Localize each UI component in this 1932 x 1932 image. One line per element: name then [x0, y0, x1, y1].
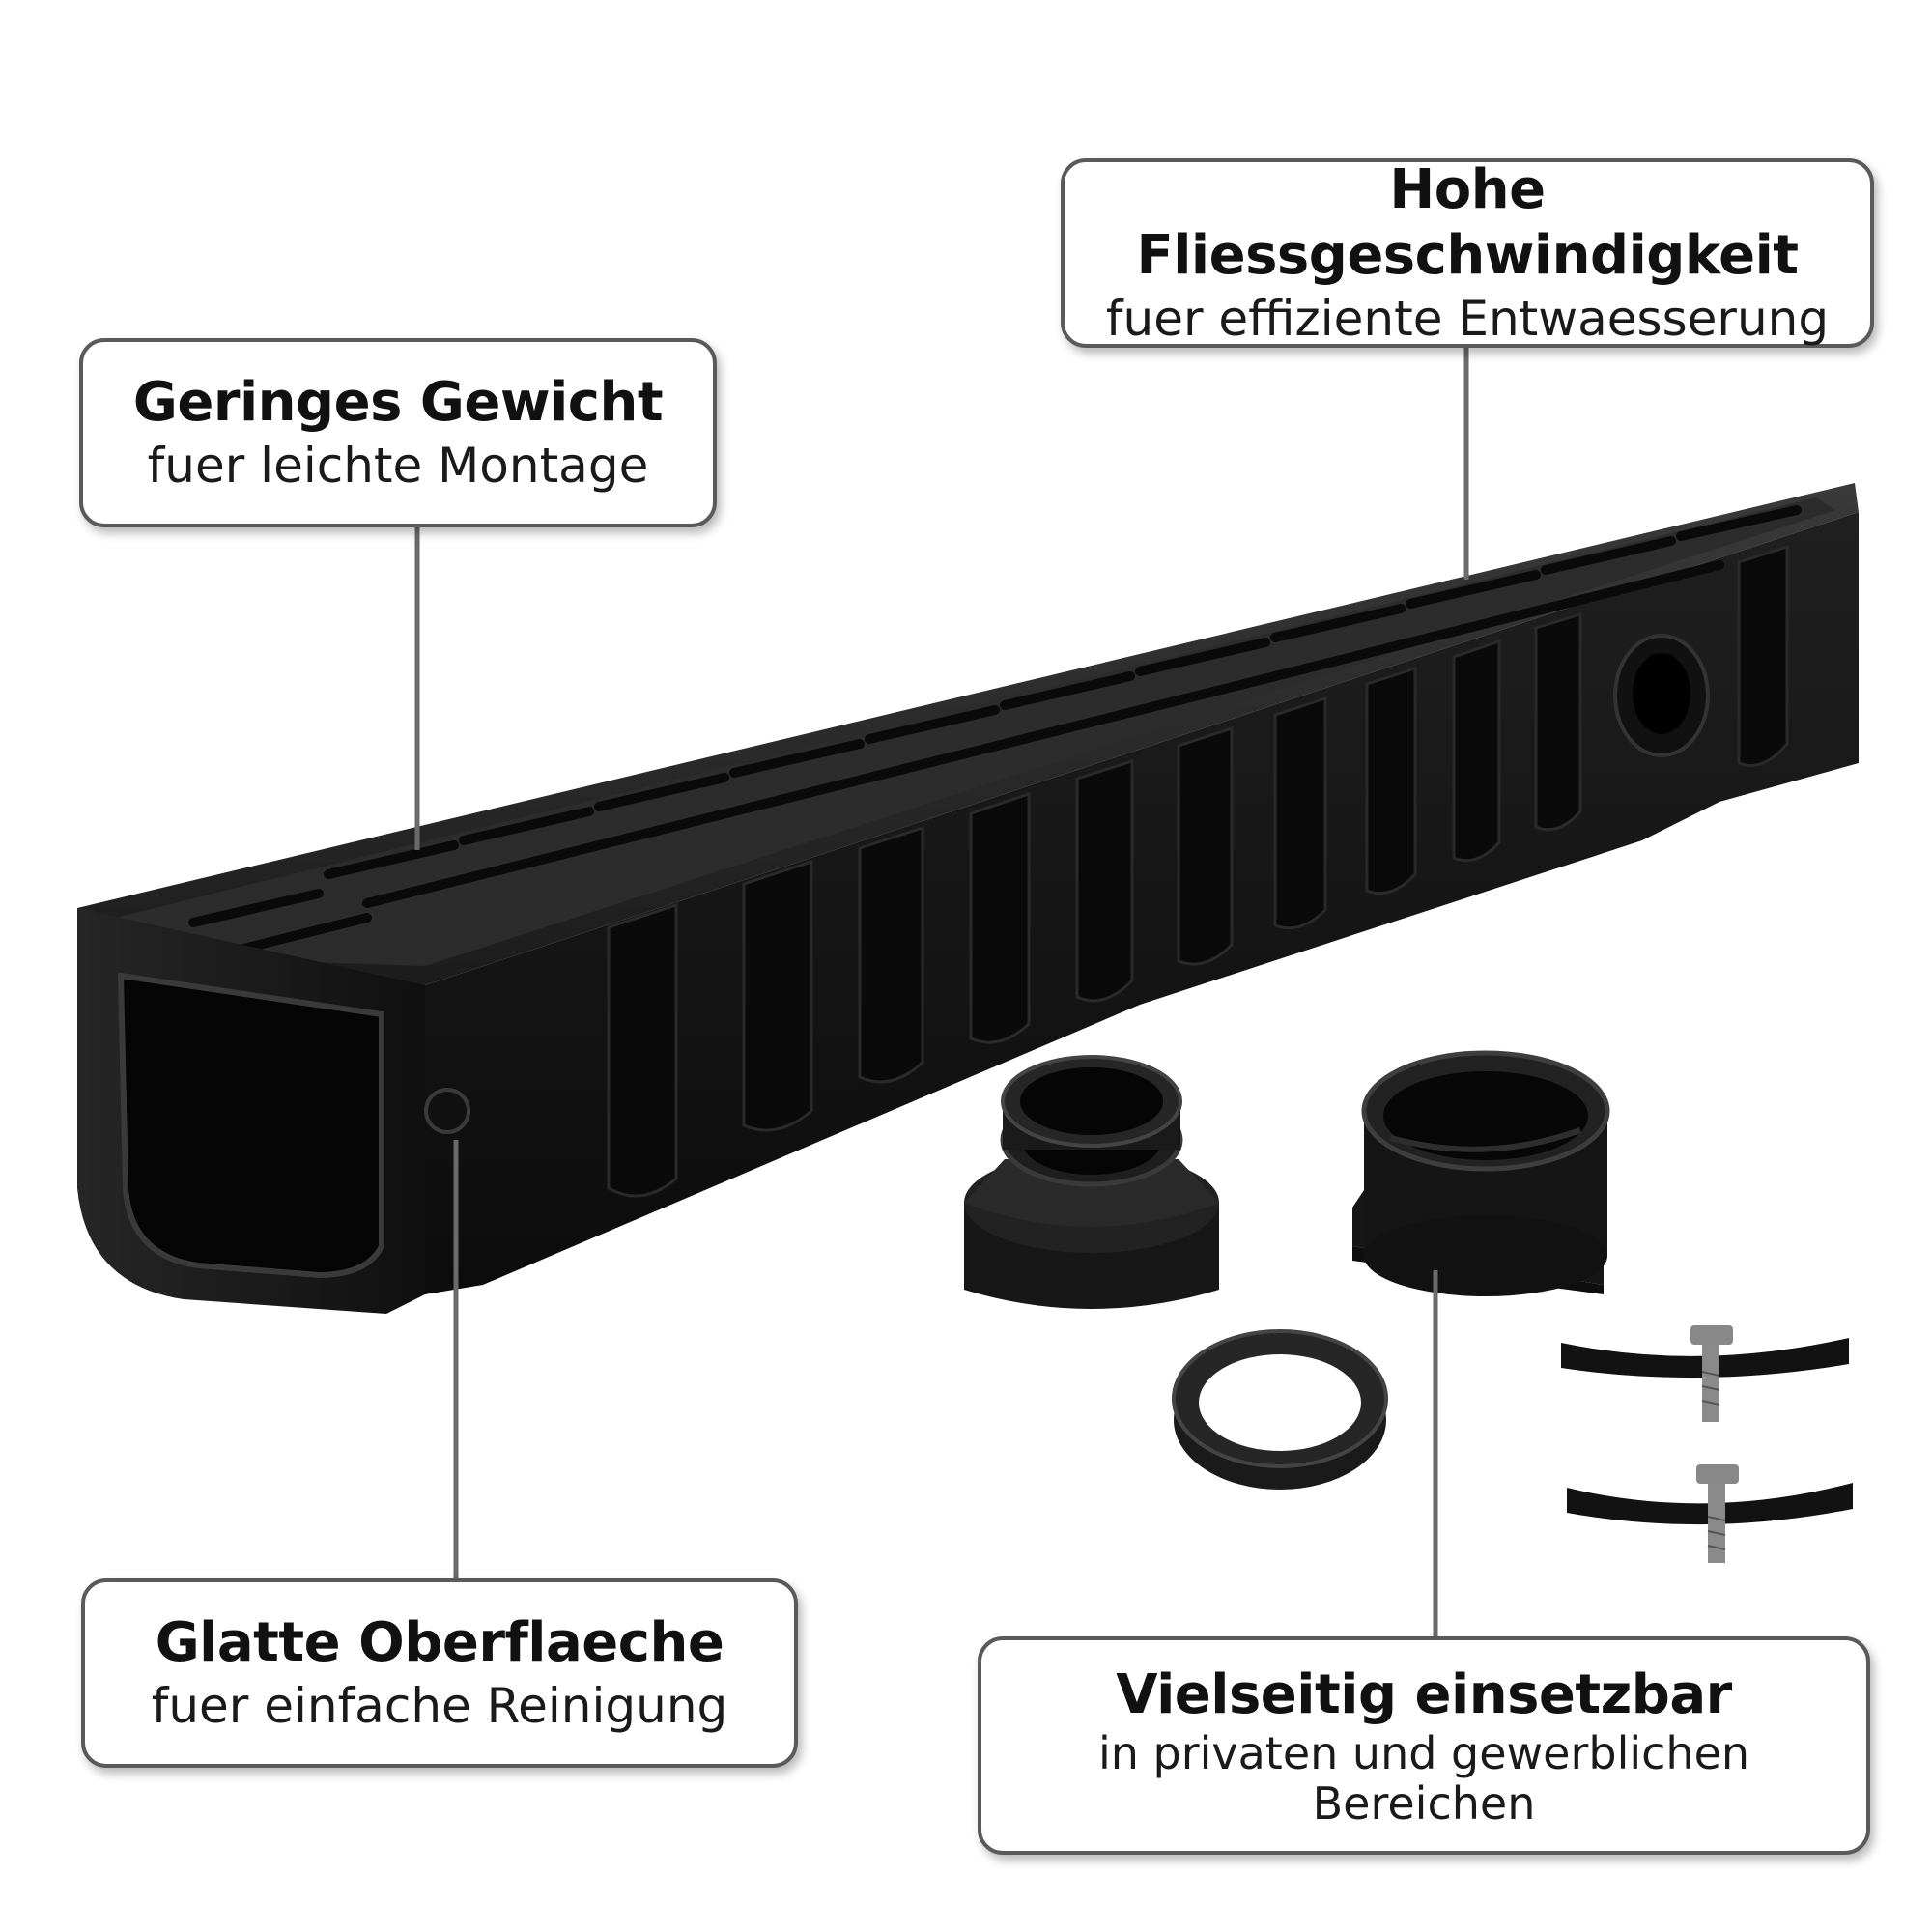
callout-surface-subtitle: fuer einfache Reinigung — [151, 1678, 728, 1734]
mounting-clip — [1561, 1325, 1849, 1422]
callout-flow-subtitle: fuer effiziente Entwaesserung — [1105, 291, 1830, 347]
mounting-clip — [1567, 1464, 1853, 1563]
grating-slots — [188, 505, 1802, 956]
callout-versatile-title: Vielseitig einsetzbar — [1116, 1663, 1732, 1726]
callout-weight-title: Geringes Gewicht — [132, 371, 664, 434]
callout-surface-title: Glatte Oberflaeche — [155, 1611, 724, 1674]
callout-flow-title: Hohe Fliessgeschwindigkeit — [1136, 158, 1799, 287]
end-cap-with-outlet — [1352, 1050, 1610, 1296]
callout-versatile-subtitle: in privaten und gewerblichen Bereichen — [1097, 1727, 1750, 1830]
drainage-channel — [77, 483, 1859, 1314]
callout-flow: Hohe Fliessgeschwindigkeit fuer effizien… — [1061, 158, 1874, 348]
end-cap-adapter — [964, 1055, 1219, 1309]
callout-versatile: Vielseitig einsetzbar in privaten und ge… — [978, 1636, 1870, 1855]
callout-connectors — [414, 348, 1469, 1636]
callout-weight-subtitle: fuer leichte Montage — [147, 438, 649, 494]
callout-weight: Geringes Gewicht fuer leichte Montage — [79, 338, 717, 527]
sealing-ring — [1172, 1329, 1388, 1490]
callout-surface: Glatte Oberflaeche fuer einfache Reinigu… — [81, 1578, 798, 1768]
